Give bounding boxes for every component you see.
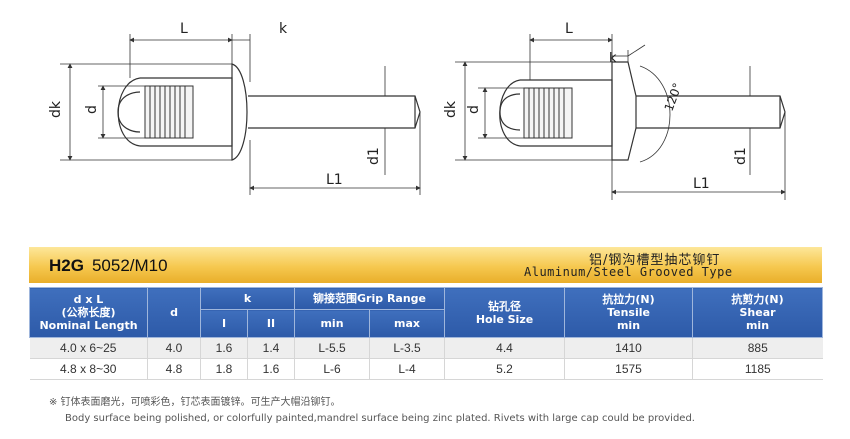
header-k-1: I [200, 309, 248, 338]
header-tensile-en: Tensile [607, 306, 650, 319]
right-d1-label: d1 [733, 147, 749, 165]
header-k: k [199, 287, 296, 310]
countersunk-rivet-drawing [455, 34, 786, 200]
cell-tensile: 1575 [564, 358, 694, 380]
cell-grip-min: L-5.5 [294, 337, 371, 359]
table-row: 4.0 x 6~25 4.0 1.6 1.4 L-5.5 L-3.5 4.4 1… [29, 337, 823, 359]
cell-d: 4.8 [147, 358, 201, 380]
cell-hole: 4.4 [444, 337, 566, 359]
cell-shear: 1185 [692, 358, 823, 380]
header-dxl: d x L [73, 293, 104, 306]
header-tensile: 抗拉力(N) Tensile min [564, 287, 694, 338]
right-k-label: k [609, 51, 617, 66]
header-grip-en: Grip Range [357, 292, 427, 305]
right-L-label: L [565, 21, 573, 37]
product-title-bar: H2G 5052/M10 铝/钢沟槽型抽芯铆钉 Aluminum/Steel Gr… [29, 247, 822, 283]
rivet-drawings-svg: L k dk d d1 L1 [48, 21, 786, 200]
right-dk-label: dk [443, 100, 459, 118]
notes: ※ 钉体表面磨光，可喷彩色，钉芯表面镀锌。可生产大帽沿铆钉。 Body surf… [45, 395, 695, 427]
cell-grip-min: L-6 [294, 358, 371, 380]
spec-table: d x L (公称长度) Nominal Length d k 铆接范围Grip… [29, 287, 824, 380]
cell-shear: 885 [692, 337, 823, 359]
header-grip-max: max [369, 309, 446, 338]
cell-d: 4.0 [147, 337, 201, 359]
left-L1-label: L1 [326, 172, 343, 188]
right-angle-label: 120° [662, 81, 685, 113]
header-shear-cn: 抗剪力(N) [731, 293, 784, 306]
header-hole-en: Hole Size [475, 312, 534, 326]
left-d1-label: d1 [366, 147, 382, 165]
left-d-label: d [84, 105, 100, 114]
header-hole-cn: 钻孔径 [488, 299, 522, 313]
header-dxl-en: Nominal Length [39, 319, 138, 332]
left-L-label: L [180, 21, 188, 37]
header-grip-min: min [294, 309, 371, 338]
header-grip-range: 铆接范围Grip Range [294, 287, 446, 310]
product-series: H2G [49, 256, 84, 275]
cell-k1: 1.6 [200, 337, 248, 359]
header-shear-min: min [745, 319, 770, 332]
cell-dxl: 4.8 x 8~30 [29, 358, 148, 380]
right-d-label: d [466, 105, 482, 114]
header-hole-size: 钻孔径 Hole Size [444, 287, 566, 338]
header-tensile-cn: 抗拉力(N) [602, 293, 655, 306]
note-cn: ※ 钉体表面磨光，可喷彩色，钉芯表面镀锌。可生产大帽沿铆钉。 [49, 397, 341, 408]
cell-k2: 1.4 [247, 337, 296, 359]
cell-grip-max: L-3.5 [369, 337, 446, 359]
cell-tensile: 1410 [564, 337, 694, 359]
technical-drawings: L k dk d d1 L1 [48, 21, 786, 200]
left-dk-label: dk [48, 100, 64, 118]
header-shear: 抗剪力(N) Shear min [692, 287, 824, 338]
header-dxl-cn: (公称长度) [61, 306, 116, 319]
right-L1-label: L1 [693, 176, 710, 192]
product-name-en: Aluminum/Steel Grooved Type [524, 265, 733, 279]
header-nominal-length: d x L (公称长度) Nominal Length [29, 287, 148, 338]
header-tensile-min: min [616, 319, 641, 332]
cell-grip-max: L-4 [369, 358, 446, 380]
header-k-2: II [246, 309, 296, 338]
cell-dxl: 4.0 x 6~25 [29, 337, 148, 359]
table-row: 4.8 x 8~30 4.8 1.8 1.6 L-6 L-4 5.2 1575 … [29, 358, 823, 380]
product-material: 5052/M10 [91, 256, 168, 275]
product-code: H2G 5052/M10 [49, 256, 168, 276]
header-d: d [147, 287, 201, 338]
cell-hole: 5.2 [444, 358, 566, 380]
cell-k1: 1.8 [200, 358, 248, 380]
note-en: Body surface being polished, or colorful… [65, 413, 695, 424]
header-grip-cn: 铆接范围 [313, 292, 358, 305]
dome-head-rivet-drawing [60, 34, 421, 195]
product-name-cn: 铝/钢沟槽型抽芯铆钉 [589, 253, 721, 268]
cell-k2: 1.6 [247, 358, 296, 380]
left-k-label: k [279, 21, 288, 37]
header-shear-en: Shear [739, 306, 776, 319]
